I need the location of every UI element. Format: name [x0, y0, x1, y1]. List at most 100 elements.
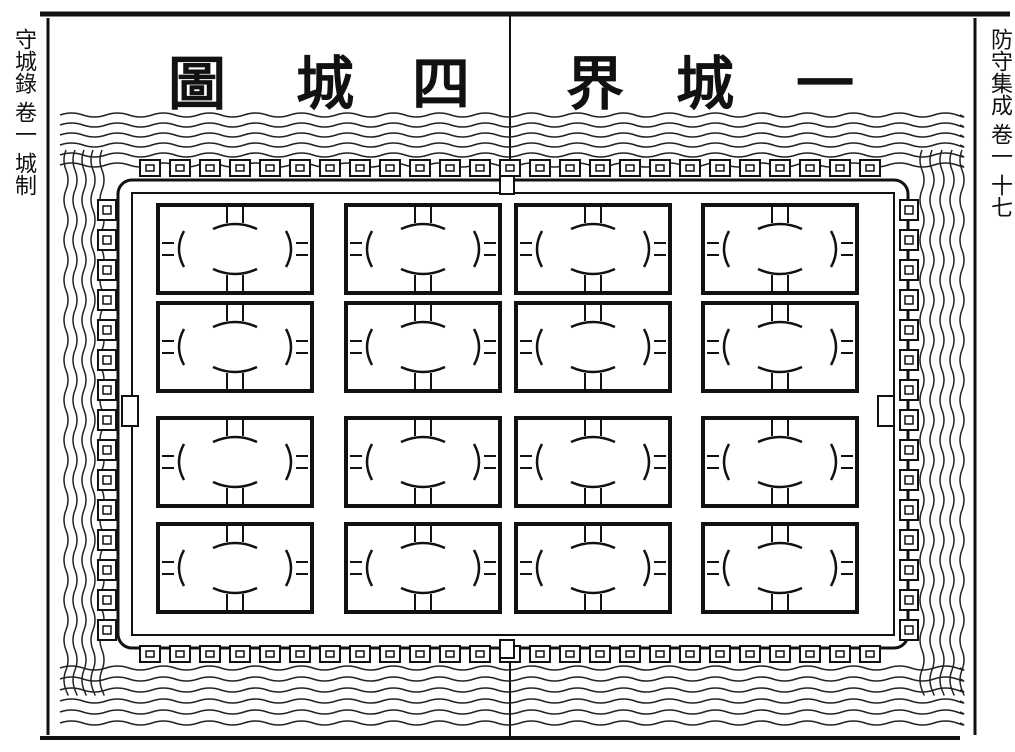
wave-line [72, 149, 78, 696]
battlement [469, 645, 491, 663]
battlement [319, 645, 341, 663]
wave-line [59, 687, 965, 693]
battlement [829, 159, 851, 177]
title-char-5: 城 [676, 50, 735, 118]
battlement [97, 289, 117, 311]
wave-line [59, 720, 965, 726]
battlement [899, 409, 919, 431]
battlement [739, 645, 761, 663]
city-block [514, 301, 672, 393]
city-block [344, 522, 502, 614]
city-block [701, 301, 859, 393]
battlement [379, 645, 401, 663]
wave-line [63, 149, 69, 696]
battlement [899, 289, 919, 311]
battlement [739, 159, 761, 177]
battlement [899, 259, 919, 281]
battlement [799, 159, 821, 177]
wave-line [959, 149, 965, 696]
battlement [679, 159, 701, 177]
left-margin-text: 守城錄 卷一 城制 [11, 28, 36, 196]
city-block [344, 416, 502, 508]
wave-line [59, 709, 965, 715]
battlement [409, 645, 431, 663]
battlement [899, 529, 919, 551]
battlement [709, 159, 731, 177]
city-block [344, 301, 502, 393]
wave-line [949, 149, 955, 696]
battlement [769, 159, 791, 177]
wave-line [929, 149, 935, 696]
battlement [349, 645, 371, 663]
battlement [97, 469, 117, 491]
battlement [829, 645, 851, 663]
battlement [139, 645, 161, 663]
wave-line [59, 698, 965, 704]
wave-line [939, 149, 945, 696]
wave-line [59, 112, 965, 118]
battlement [229, 645, 251, 663]
battlement [289, 159, 311, 177]
battlement [529, 645, 551, 663]
battlement [97, 349, 117, 371]
city-block [514, 203, 672, 295]
battlement [139, 159, 161, 177]
title-char-2: 城 [296, 50, 355, 118]
battlement [899, 589, 919, 611]
battlement [379, 159, 401, 177]
battlement [199, 645, 221, 663]
battlement [899, 439, 919, 461]
wave-line [919, 149, 925, 696]
battlement [619, 645, 641, 663]
battlement [899, 349, 919, 371]
battlement [769, 645, 791, 663]
title-char-3: 四 [412, 50, 471, 118]
battlement [97, 439, 117, 461]
city-block [701, 203, 859, 295]
city-block [701, 522, 859, 614]
title-char-4: 界 [566, 50, 625, 118]
battlement [899, 619, 919, 641]
battlement [709, 645, 731, 663]
battlement [97, 229, 117, 251]
moat-waves [59, 112, 965, 726]
wave-line [59, 152, 965, 158]
wave-line [59, 132, 965, 138]
battlement [97, 259, 117, 281]
battlement [899, 379, 919, 401]
battlement [349, 159, 371, 177]
battlement [559, 645, 581, 663]
battlement [97, 379, 117, 401]
battlement [499, 159, 521, 177]
title-char-6: 一 [796, 50, 855, 118]
city-blocks [156, 203, 859, 614]
battlement [859, 645, 881, 663]
battlement [649, 159, 671, 177]
battlement [169, 159, 191, 177]
city-block [344, 203, 502, 295]
wave-line [81, 149, 87, 696]
city-block [514, 522, 672, 614]
battlement [199, 159, 221, 177]
battlement [589, 645, 611, 663]
city-block [156, 203, 314, 295]
battlement [97, 529, 117, 551]
battlement [529, 159, 551, 177]
battlement [899, 499, 919, 521]
title-char-1: 圖 [168, 50, 227, 118]
battlement [97, 319, 117, 341]
battlement [899, 319, 919, 341]
battlement [319, 159, 341, 177]
wave-line [59, 676, 965, 682]
wave-line [59, 142, 965, 148]
city-block [156, 416, 314, 508]
battlement [97, 499, 117, 521]
wave-line [90, 149, 96, 696]
city-block [156, 301, 314, 393]
battlement [259, 645, 281, 663]
battlement [899, 199, 919, 221]
battlement [169, 645, 191, 663]
battlement [899, 559, 919, 581]
